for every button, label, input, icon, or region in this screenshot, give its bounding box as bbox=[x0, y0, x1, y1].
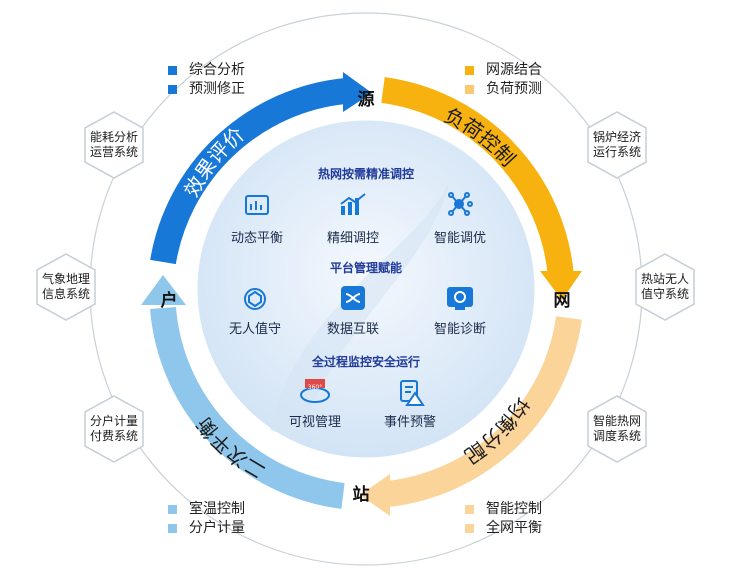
hex-boiler bbox=[587, 111, 647, 179]
section-title-precise-control: 热网按需精准调控 bbox=[317, 167, 414, 181]
node-household: 户 bbox=[160, 291, 178, 311]
hex-line: 运行系统 bbox=[592, 145, 641, 159]
bullet-square bbox=[168, 524, 177, 533]
bullets-bottom-left: 室温控制 分户计量 bbox=[168, 500, 245, 538]
bullet-text: 智能控制 bbox=[486, 501, 542, 517]
hex-smart-dispatch bbox=[587, 395, 647, 463]
balance-chart-icon bbox=[245, 195, 269, 215]
arrow-head-right bbox=[540, 271, 582, 300]
bullet-square bbox=[465, 66, 474, 75]
event-warning-icon bbox=[400, 380, 425, 406]
bullet-text: 全网平衡 bbox=[486, 520, 542, 536]
hex-line: 值守系统 bbox=[640, 287, 689, 301]
data-interconnect-icon bbox=[341, 286, 365, 310]
bullet-square bbox=[465, 524, 474, 533]
arc-effect-evaluation bbox=[150, 78, 347, 265]
hex-label-boiler: 锅炉经济运行系统 bbox=[582, 130, 652, 160]
feature-unattended: 无人值守 bbox=[228, 322, 281, 337]
section-title-platform-empower: 平台管理赋能 bbox=[329, 261, 402, 275]
list-item: 预测修正 bbox=[168, 80, 245, 99]
hex-label-smart-dispatch: 智能热网调度系统 bbox=[582, 414, 652, 444]
hex-energy-analysis bbox=[84, 111, 144, 179]
feature-smart-tuning: 智能调优 bbox=[433, 231, 486, 246]
bullet-text: 综合分析 bbox=[189, 62, 245, 78]
hex-line: 信息系统 bbox=[41, 287, 90, 301]
hex-metering-billing bbox=[84, 395, 144, 463]
list-item: 全网平衡 bbox=[465, 519, 542, 538]
hex-line: 运营系统 bbox=[89, 145, 138, 159]
arc-load-control bbox=[381, 77, 574, 279]
hex-label-weather-geo: 气象地理信息系统 bbox=[31, 272, 101, 302]
hex-line: 付费系统 bbox=[89, 429, 138, 443]
bullet-text: 分户计量 bbox=[189, 520, 245, 536]
hex-line: 锅炉经济 bbox=[592, 130, 641, 144]
arc-balanced-distribution bbox=[386, 316, 582, 507]
smart-tuning-icon bbox=[448, 192, 473, 216]
hex-line: 智能热网 bbox=[592, 414, 641, 428]
list-item: 负荷预测 bbox=[465, 80, 542, 99]
list-item: 室温控制 bbox=[168, 500, 245, 519]
hex-line: 调度系统 bbox=[592, 429, 641, 443]
bullet-square bbox=[168, 66, 177, 75]
hex-line: 气象地理 bbox=[41, 272, 90, 286]
bullet-text: 网源结合 bbox=[486, 62, 542, 78]
hex-line: 能耗分析 bbox=[89, 130, 138, 144]
list-item: 综合分析 bbox=[168, 61, 245, 80]
bullet-text: 预测修正 bbox=[189, 81, 245, 97]
hex-line: 热站无人 bbox=[640, 272, 689, 286]
hex-label-station-unattended: 热站无人值守系统 bbox=[630, 272, 700, 302]
feature-event-warning: 事件预警 bbox=[383, 415, 436, 430]
bullet-text: 室温控制 bbox=[189, 501, 245, 517]
bullet-square bbox=[168, 505, 177, 514]
section-title-safe-operation: 全过程监控安全运行 bbox=[311, 355, 420, 369]
hex-label-energy-analysis: 能耗分析运营系统 bbox=[79, 130, 149, 160]
hex-label-metering-billing: 分户计量付费系统 bbox=[79, 414, 149, 444]
bullet-square bbox=[168, 85, 177, 94]
bullet-square bbox=[465, 505, 474, 514]
arrow-head-bottom bbox=[360, 474, 390, 516]
hex-weather-geo bbox=[36, 253, 96, 321]
fine-control-icon bbox=[340, 193, 366, 215]
arrow-head-top bbox=[343, 72, 372, 112]
visual-management-icon bbox=[300, 379, 330, 403]
hexagons bbox=[36, 111, 695, 463]
feature-visual-management: 可视管理 bbox=[288, 415, 341, 430]
feature-dynamic-balance: 动态平衡 bbox=[230, 231, 283, 246]
list-item: 分户计量 bbox=[168, 519, 245, 538]
feature-fine-control: 精细调控 bbox=[326, 231, 379, 246]
feature-data-interconnect: 数据互联 bbox=[326, 322, 379, 337]
feature-smart-diagnosis: 智能诊断 bbox=[433, 322, 486, 337]
smart-diagnosis-icon bbox=[447, 287, 473, 310]
arc-label-secondary-balance: 二次平衡 bbox=[192, 413, 269, 484]
node-source: 源 bbox=[357, 90, 375, 110]
bullets-top-left: 综合分析 预测修正 bbox=[168, 61, 245, 99]
hex-line: 分户计量 bbox=[89, 414, 138, 428]
bullets-bottom-right: 智能控制 全网平衡 bbox=[465, 500, 542, 538]
list-item: 智能控制 bbox=[465, 500, 542, 519]
bullet-text: 负荷预测 bbox=[486, 81, 542, 97]
bullets-top-right: 网源结合 负荷预测 bbox=[465, 61, 542, 99]
hex-station-unattended bbox=[635, 253, 695, 321]
unattended-icon bbox=[244, 288, 266, 310]
arrow-head-left bbox=[141, 275, 186, 305]
arc-secondary-balance bbox=[150, 306, 345, 509]
badge-360: 360° bbox=[308, 384, 322, 391]
node-network: 网 bbox=[553, 291, 571, 311]
bullet-square bbox=[465, 85, 474, 94]
list-item: 网源结合 bbox=[465, 61, 542, 80]
cycle-ring bbox=[150, 77, 582, 509]
node-station: 站 bbox=[352, 485, 370, 505]
